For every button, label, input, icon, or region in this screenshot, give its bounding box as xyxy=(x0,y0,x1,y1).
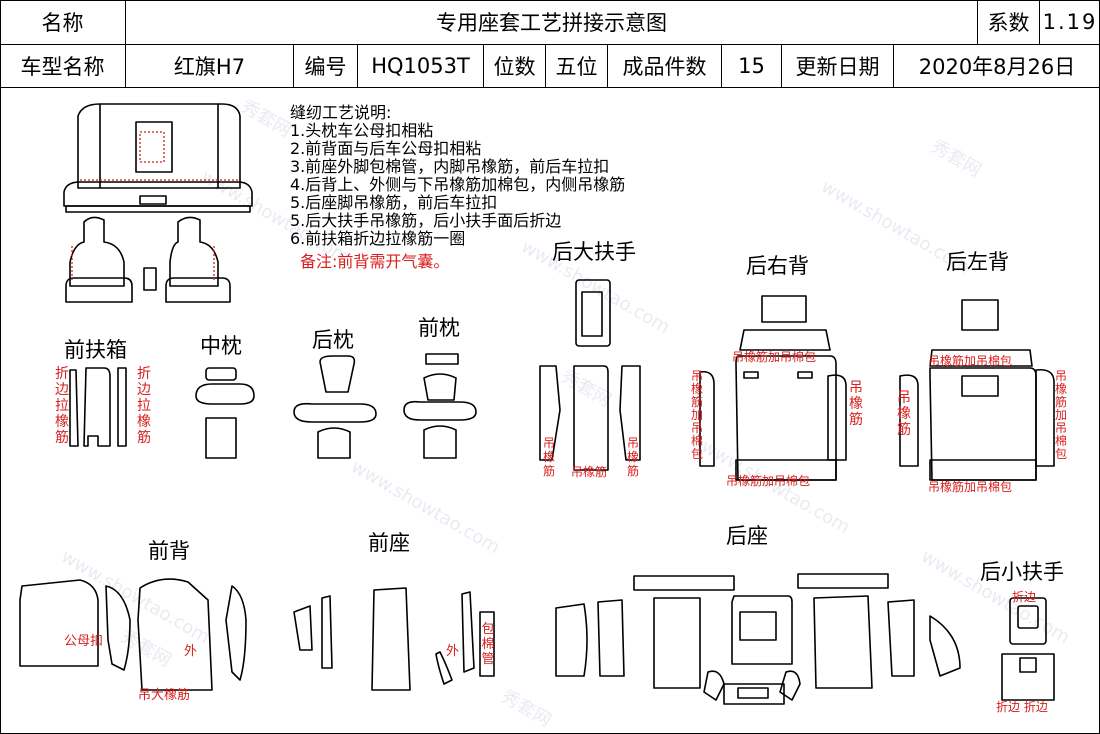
section-label-mid-pillow: 中枕 xyxy=(200,334,242,358)
seats-label: 位数 xyxy=(484,44,546,88)
date-label: 更新日期 xyxy=(782,44,894,88)
annotation-hang-elastic: 吊橡筋 xyxy=(849,380,863,428)
annotation-fold-edge: 折边 xyxy=(1012,590,1037,604)
annotation-hang-elastic-cotton: 吊橡筋加吊棉包 xyxy=(928,354,1013,368)
rear-left-back-pieces xyxy=(899,299,1055,481)
rear-seat-pieces xyxy=(555,573,961,705)
instruction-step: 6.前扶箱折边拉橡筋一圈 xyxy=(290,229,466,248)
section-label-rear-big-armrest: 后大扶手 xyxy=(552,240,636,264)
date-value: 2020年8月26日 xyxy=(918,55,1076,79)
annotation-fold-edge-elastic: 折边拉橡筋 xyxy=(137,366,151,446)
watermark-text: 秀套网 xyxy=(498,686,555,731)
overview-front-seats xyxy=(65,216,231,303)
header-bottom-border xyxy=(0,87,1100,88)
instructions-remark: 备注:前背需开气囊。 xyxy=(300,252,450,271)
section-label-rear-small-armrest: 后小扶手 xyxy=(980,560,1064,584)
car-model-label: 车型名称 xyxy=(0,44,126,88)
section-label-rear-seat: 后座 xyxy=(726,524,768,548)
code-label: 编号 xyxy=(294,44,358,88)
section-label-rear-left-back: 后左背 xyxy=(946,250,1009,274)
annotation-hang-elastic: 吊橡筋 xyxy=(542,436,555,478)
seats-value: 五位 xyxy=(546,44,608,88)
pattern-pieces xyxy=(19,103,1055,705)
page-title: 专用座套工艺拼接示意图 xyxy=(126,0,978,44)
annotation-hang-elastic: 吊橡筋 xyxy=(897,390,911,438)
pieces-label: 成品件数 xyxy=(608,44,722,88)
instruction-step: 4.后背上、外侧与下吊橡筋加棉包，内侧吊橡筋 xyxy=(290,175,626,194)
annotation-hang-elastic-cotton: 吊橡筋加吊棉包 xyxy=(690,369,703,461)
coef-label: 系数 xyxy=(978,0,1040,44)
front-armbox-pieces xyxy=(69,367,127,447)
rear-right-back-pieces xyxy=(699,295,847,481)
section-label-front-back: 前背 xyxy=(148,539,190,563)
annotation-hang-elastic-cotton: 吊橡筋加吊棉包 xyxy=(1054,369,1067,461)
watermark-text: 秀套网 xyxy=(558,366,615,411)
front-pillow-pieces xyxy=(403,353,477,459)
instruction-step: 1.头枕车公母扣相粘 xyxy=(290,121,434,140)
section-label-front-armbox: 前扶箱 xyxy=(64,338,127,362)
annotation-outer: 外 xyxy=(184,644,198,659)
instruction-step: 5.后大扶手吊橡筋，后小扶手面后折边 xyxy=(290,211,562,230)
section-label-rear-right-back: 后右背 xyxy=(746,254,809,278)
instructions-title: 缝纫工艺说明: xyxy=(290,103,392,122)
section-label-rear-pillow: 后枕 xyxy=(312,328,354,352)
section-label-front-pillow: 前枕 xyxy=(418,316,460,340)
rear-big-armrest-pieces xyxy=(539,279,641,471)
rear-small-armrest-pieces xyxy=(1001,597,1055,701)
instruction-step: 2.前背面与后车公母扣相粘 xyxy=(290,139,482,158)
mid-pillow-pieces xyxy=(195,367,255,459)
overview-rear-bench xyxy=(63,103,253,213)
header-table: 名称 专用座套工艺拼接示意图 系数 1.19 车型名称 红旗H7 编号 HQ10… xyxy=(0,0,1100,88)
annotation-hang-elastic-cotton: 吊橡筋加吊棉包 xyxy=(726,474,811,488)
overview-seams xyxy=(71,131,240,282)
instruction-step: 5.后座脚吊橡筋，前后车拉扣 xyxy=(290,193,498,212)
code-value: HQ1053T xyxy=(358,44,484,88)
name-label: 名称 xyxy=(0,0,126,44)
annotation-fold-edge: 折边 折边 xyxy=(996,700,1048,714)
annotation-cotton-tube: 包棉管 xyxy=(481,622,495,667)
annotation-snap: 公母扣 xyxy=(64,634,104,649)
rear-pillow-pieces xyxy=(293,355,377,459)
annotation-fold-edge-elastic: 折边拉橡筋 xyxy=(55,366,69,446)
instruction-step: 3.前座外脚包棉管，内脚吊橡筋，前后车拉扣 xyxy=(290,157,610,176)
front-seat-pieces xyxy=(293,587,495,691)
header-divider xyxy=(0,44,1100,45)
annotation-outer: 外 xyxy=(446,644,460,659)
annotation-hang-big-elastic: 吊大橡筋 xyxy=(138,688,191,703)
watermark-text: 秀套网 xyxy=(238,96,295,141)
pieces-value: 15 xyxy=(722,44,782,88)
annotation-hang-elastic-cotton: 吊橡筋加吊棉包 xyxy=(732,350,817,364)
coef-value: 1.19 xyxy=(1042,10,1098,34)
annotation-hang-elastic-cotton: 吊橡筋加吊棉包 xyxy=(928,480,1013,494)
section-label-front-seat: 前座 xyxy=(368,531,410,555)
front-back-pieces xyxy=(19,578,247,691)
annotation-hang-elastic: 吊橡筋 xyxy=(626,436,639,478)
annotation-hang-elastic: 吊橡筋 xyxy=(571,465,608,479)
car-model-value: 红旗H7 xyxy=(126,44,294,88)
watermark-text: 秀套网 xyxy=(928,136,985,181)
